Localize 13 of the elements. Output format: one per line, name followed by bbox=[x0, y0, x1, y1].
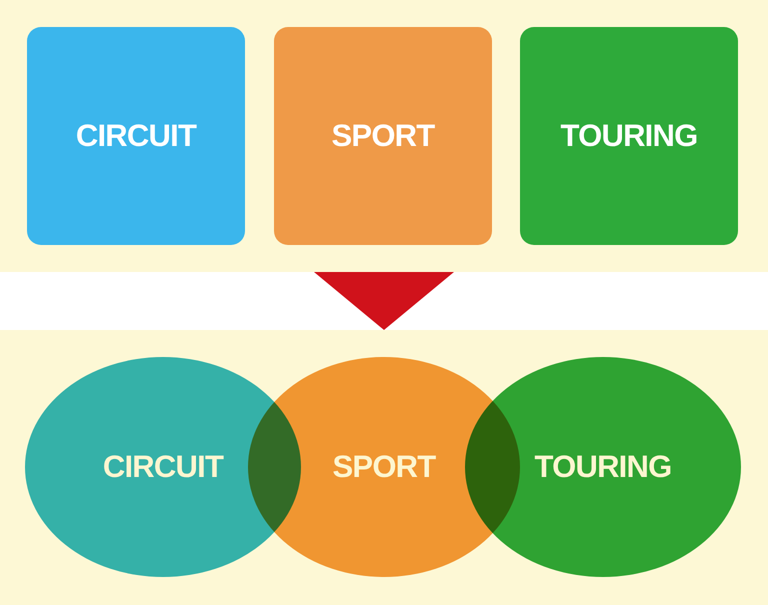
category-label: CIRCUIT bbox=[102, 448, 224, 486]
category-label: SPORT bbox=[332, 116, 434, 155]
category-label: TOURING bbox=[560, 116, 698, 155]
down-arrow bbox=[314, 272, 454, 330]
category-card bbox=[274, 27, 492, 245]
category-card bbox=[520, 27, 738, 245]
category-label: CIRCUIT bbox=[76, 116, 196, 155]
background-band bbox=[0, 0, 768, 272]
category-ellipse bbox=[465, 357, 741, 577]
background-band bbox=[0, 330, 768, 605]
category-card bbox=[27, 27, 245, 245]
category-label: TOURING bbox=[534, 448, 672, 486]
category-label: SPORT bbox=[332, 448, 436, 486]
